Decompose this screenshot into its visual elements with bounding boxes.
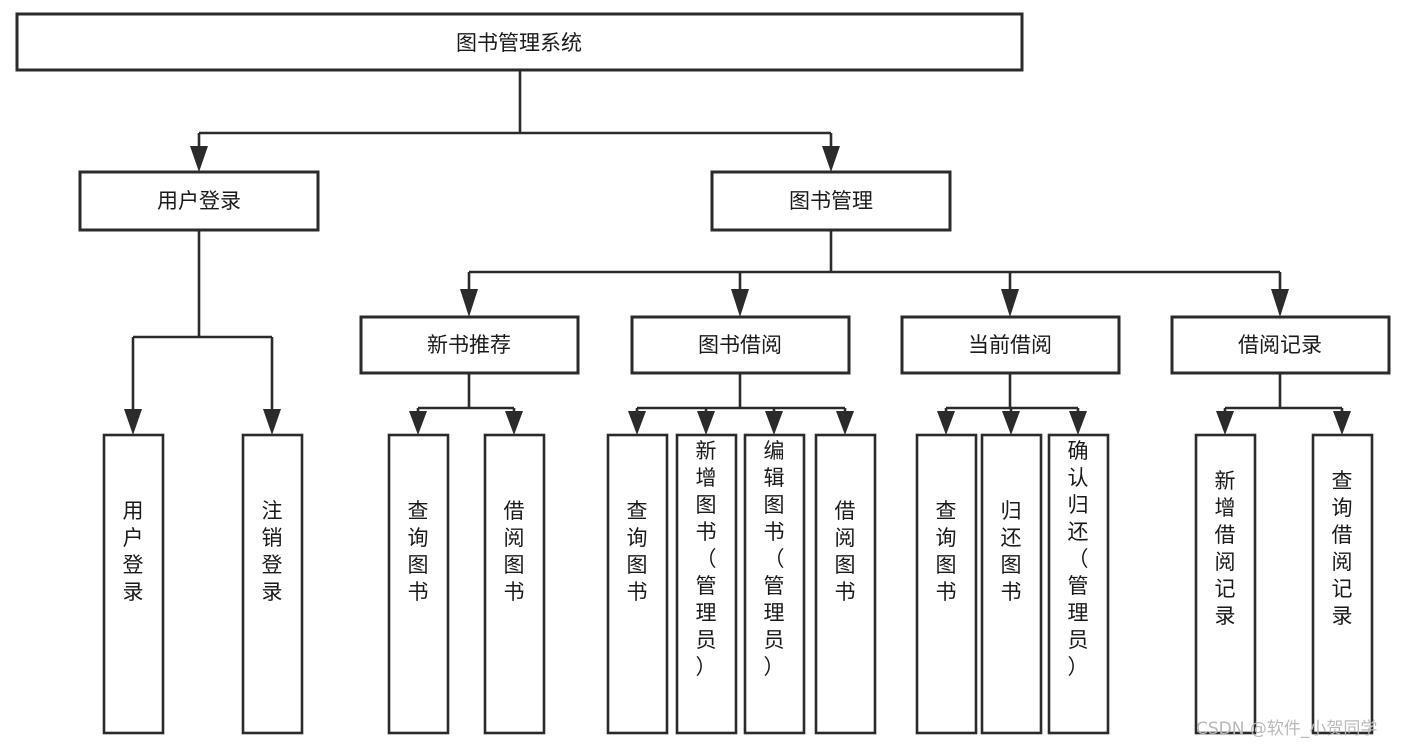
arrow-head-leaf-edit-book-admin <box>765 411 783 435</box>
node-book-manage-box[interactable] <box>710 170 952 232</box>
arrow-head-leaf-user-login <box>124 409 142 435</box>
arrow-head-leaf-borrow-book-2 <box>836 411 854 435</box>
node-leaf-return-book-box[interactable] <box>980 433 1043 735</box>
node-leaf-query-book-1[interactable]: 查询图书 <box>387 433 450 735</box>
arrow-head-new-book-recommend <box>460 289 478 317</box>
csdn-watermark: CSDN @软件_小贺同学 <box>1196 719 1377 739</box>
arrow-head-leaf-query-book-1 <box>409 411 427 435</box>
node-new-book-recommend[interactable]: 新书推荐 <box>359 315 580 375</box>
node-leaf-confirm-return-admin-box[interactable] <box>1047 433 1110 735</box>
node-leaf-logout-login-label: 注销登录 <box>262 499 283 604</box>
node-user-login-label: 用户登录 <box>157 189 241 213</box>
node-leaf-query-book-3-label: 查询图书 <box>936 499 957 604</box>
node-leaf-return-book[interactable]: 归还图书 <box>980 433 1043 735</box>
node-borrow-record-box[interactable] <box>1170 315 1391 375</box>
node-borrow-record-label: 借阅记录 <box>1238 333 1322 357</box>
node-leaf-add-borrow-record-label: 新增借阅记录 <box>1215 469 1236 628</box>
arrow-head-leaf-confirm-return-admin <box>1069 411 1087 435</box>
arrow-head-book-borrow <box>731 289 749 317</box>
node-leaf-query-book-2[interactable]: 查询图书 <box>606 433 669 735</box>
node-current-borrow[interactable]: 当前借阅 <box>900 315 1121 375</box>
node-leaf-query-book-1-box[interactable] <box>387 433 450 735</box>
node-leaf-add-book-admin[interactable]: 新增图书（管理员） <box>675 433 738 735</box>
node-leaf-query-borrow-record-label: 查询借阅记录 <box>1332 469 1353 628</box>
node-leaf-user-login[interactable]: 用户登录 <box>102 433 165 735</box>
node-book-manage-label: 图书管理 <box>789 189 873 213</box>
node-leaf-add-borrow-record-box[interactable] <box>1194 433 1257 735</box>
node-leaf-borrow-book-1[interactable]: 借阅图书 <box>483 433 546 735</box>
arrow-head-leaf-add-book-admin <box>697 411 715 435</box>
node-root-box[interactable] <box>15 12 1024 72</box>
arrow-head-leaf-query-borrow-record <box>1333 411 1351 435</box>
node-current-borrow-box[interactable] <box>900 315 1121 375</box>
node-leaf-query-book-1-label: 查询图书 <box>408 499 429 604</box>
node-leaf-add-borrow-record[interactable]: 新增借阅记录 <box>1194 433 1257 735</box>
node-root-label: 图书管理系统 <box>456 31 582 55</box>
node-user-login-box[interactable] <box>78 170 320 232</box>
node-leaf-borrow-book-2-box[interactable] <box>814 433 877 735</box>
node-leaf-borrow-book-2[interactable]: 借阅图书 <box>814 433 877 735</box>
arrow-head-leaf-add-borrow-record <box>1216 411 1234 435</box>
arrow-head-book-manage <box>822 146 840 172</box>
node-new-book-recommend-label: 新书推荐 <box>427 333 511 357</box>
node-leaf-confirm-return-admin-label: 确认归还（管理员） <box>1068 439 1089 679</box>
node-leaf-edit-book-admin-box[interactable] <box>743 433 806 735</box>
node-root[interactable]: 图书管理系统 <box>15 12 1024 72</box>
arrow-head-leaf-query-book-2 <box>628 411 646 435</box>
node-leaf-edit-book-admin-label: 编辑图书（管理员） <box>764 439 785 679</box>
node-user-login[interactable]: 用户登录 <box>78 170 320 232</box>
node-new-book-recommend-box[interactable] <box>359 315 580 375</box>
node-leaf-query-book-2-label: 查询图书 <box>627 499 648 604</box>
node-leaf-edit-book-admin[interactable]: 编辑图书（管理员） <box>743 433 806 735</box>
connector-layer <box>124 70 1351 435</box>
node-leaf-return-book-label: 归还图书 <box>1001 499 1022 604</box>
node-book-manage[interactable]: 图书管理 <box>710 170 952 232</box>
node-leaf-add-book-admin-box[interactable] <box>675 433 738 735</box>
node-leaf-borrow-book-1-box[interactable] <box>483 433 546 735</box>
node-book-borrow-box[interactable] <box>630 315 851 375</box>
node-leaf-query-book-3[interactable]: 查询图书 <box>915 433 978 735</box>
node-leaf-query-book-2-box[interactable] <box>606 433 669 735</box>
node-leaf-logout-login-box[interactable] <box>241 433 304 735</box>
arrow-head-leaf-logout-login <box>263 409 281 435</box>
node-book-borrow-label: 图书借阅 <box>698 333 782 357</box>
node-leaf-confirm-return-admin[interactable]: 确认归还（管理员） <box>1047 433 1110 735</box>
arrow-head-leaf-borrow-book-1 <box>505 411 523 435</box>
arrow-head-user-login <box>190 146 208 172</box>
node-leaf-user-login-box[interactable] <box>102 433 165 735</box>
arrow-head-borrow-record <box>1271 289 1289 317</box>
node-leaf-query-borrow-record[interactable]: 查询借阅记录 <box>1311 433 1374 735</box>
node-leaf-logout-login[interactable]: 注销登录 <box>241 433 304 735</box>
arrow-head-leaf-query-book-3 <box>937 411 955 435</box>
node-current-borrow-label: 当前借阅 <box>968 333 1052 357</box>
node-leaf-borrow-book-1-label: 借阅图书 <box>504 499 525 604</box>
node-leaf-user-login-label: 用户登录 <box>123 499 144 604</box>
node-leaf-query-borrow-record-box[interactable] <box>1311 433 1374 735</box>
node-book-borrow[interactable]: 图书借阅 <box>630 315 851 375</box>
node-borrow-record[interactable]: 借阅记录 <box>1170 315 1391 375</box>
node-leaf-query-book-3-box[interactable] <box>915 433 978 735</box>
arrow-head-leaf-return-book <box>1002 411 1020 435</box>
node-leaf-add-book-admin-label: 新增图书（管理员） <box>696 439 717 679</box>
node-leaf-borrow-book-2-label: 借阅图书 <box>835 499 856 604</box>
arrow-head-current-borrow <box>1001 289 1019 317</box>
